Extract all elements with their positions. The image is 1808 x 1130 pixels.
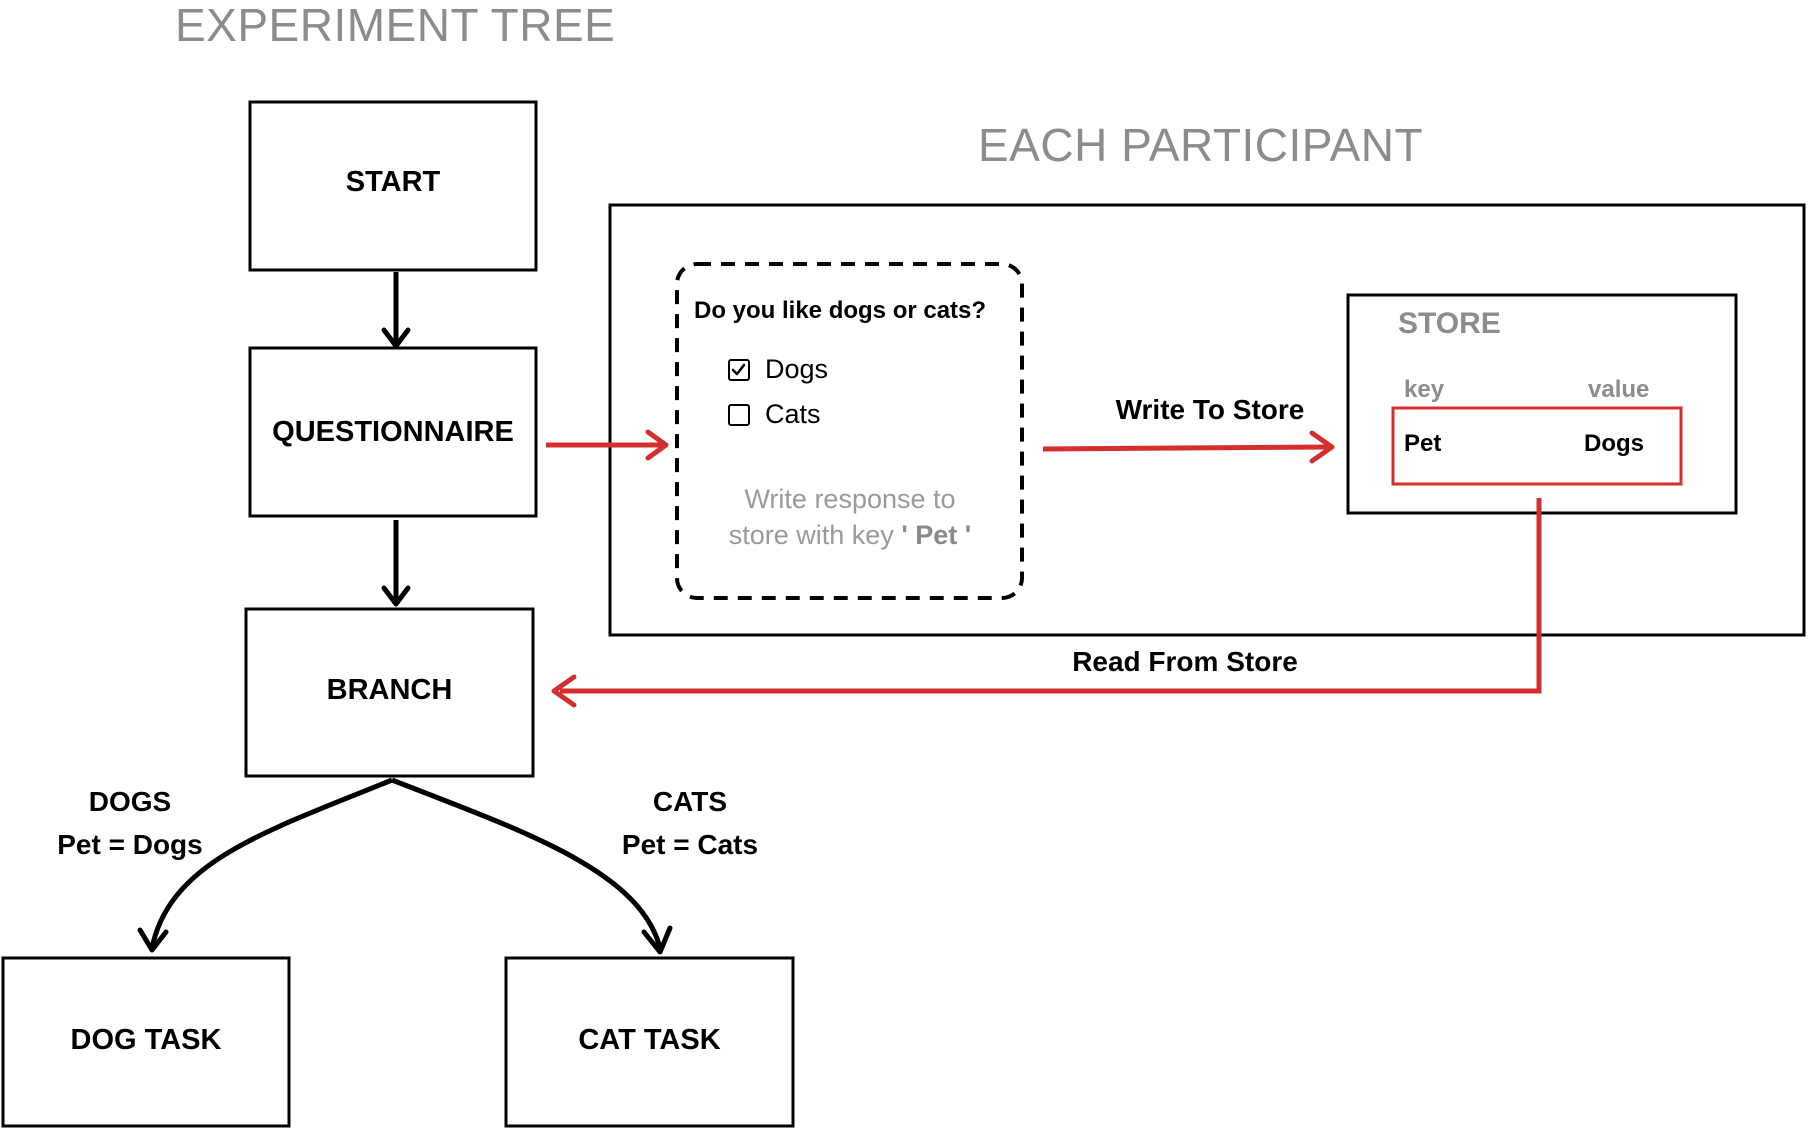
participant-panel [608,203,1806,637]
dog-task-node-label: DOG TASK [70,1024,222,1056]
hint-line-2-prefix: store with key [728,520,894,550]
questionnaire-card [675,262,1024,600]
cats-checkbox[interactable] [728,404,750,426]
cat-task-node [504,956,795,1128]
read-from-store-arrow [560,498,1542,694]
branch-node-label: BRANCH [326,674,453,706]
branch-to-dog-task-arrow [149,777,393,949]
hint-line-2: store with key ' Pet ' [690,517,1010,553]
hint-line-1: Write response to [744,484,956,514]
store-key-cell: Pet [1404,430,1442,457]
dog-task-node [1,956,291,1128]
cats-branch-title: CATS [652,786,728,817]
store-title: STORE [1398,307,1501,340]
branch-node [244,607,535,778]
cat-task-node-label: CAT TASK [578,1024,721,1056]
each-participant-heading: EACH PARTICIPANT [978,119,1424,171]
experiment-tree-heading: EXPERIMENT TREE [175,0,616,51]
dogs-branch-label: DOGS Pet = Dogs [40,780,220,866]
store-box [1346,293,1738,515]
questionnaire-node [248,346,538,518]
start-node [248,100,538,272]
dogs-branch-title: DOGS [88,786,172,817]
cats-branch-condition: Pet = Cats [621,829,759,860]
store-value-cell: Dogs [1584,430,1644,457]
questionnaire-node-label: QUESTIONNAIRE [272,416,514,448]
dogs-branch-condition: Pet = Dogs [57,829,203,860]
read-from-store-label: Read From Store [1072,646,1298,677]
question-text: Do you like dogs or cats? [694,297,987,324]
cats-option-label: Cats [765,399,821,429]
start-node-label: START [345,166,441,198]
hint-store-key: ' Pet ' [901,520,972,550]
store-row-highlight [1391,406,1683,486]
dogs-checkbox[interactable] [728,359,750,381]
dogs-option-label: Dogs [765,354,829,384]
questionnaire-hint: Write response to store with key ' Pet ' [690,481,1010,553]
cats-branch-label: CATS Pet = Cats [600,780,780,866]
write-to-store-label: Write To Store [1115,394,1305,425]
store-key-header: key [1404,376,1445,403]
store-value-header: value [1588,376,1650,403]
check-icon [731,363,746,376]
branch-to-cat-task-arrow [391,777,663,949]
write-to-store-arrow [1042,444,1329,452]
